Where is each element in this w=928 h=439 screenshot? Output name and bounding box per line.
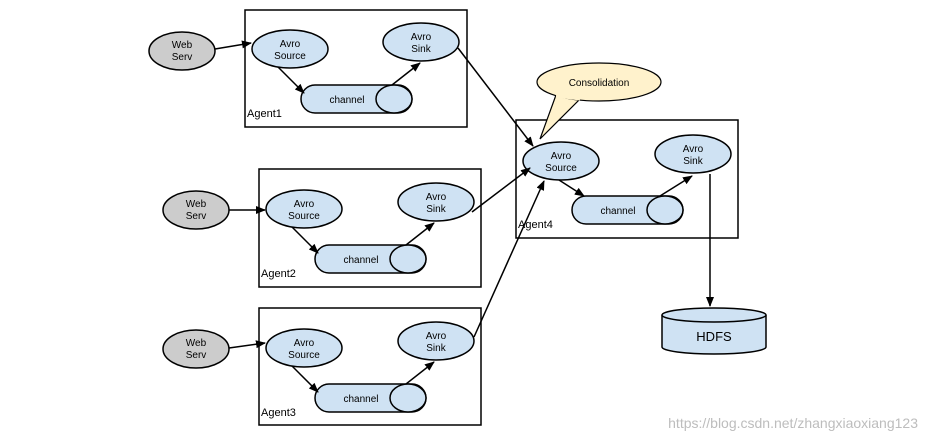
agent1-box [244, 9, 468, 128]
edge-source3-channel [291, 365, 319, 393]
agent2-label: Agent2 [261, 268, 296, 280]
edge-web1-source [214, 40, 252, 50]
agent3-group: Agent3 Avro Source Avro Sink channel Web… [162, 307, 482, 426]
web-serv-2: Web Serv [162, 190, 230, 230]
agent2-source-line2: Source [288, 211, 320, 222]
edge-channel1-sink [391, 62, 421, 86]
agent2-box [258, 168, 482, 288]
agent1-sink-line2: Sink [411, 44, 431, 55]
agent3-box [258, 307, 482, 426]
agent1-group: Agent1 Avro Source Avro Sink channel Web… [148, 9, 468, 128]
consolidation-label: Consolidation [569, 78, 630, 89]
agent4-group: Agent4 Avro Source Avro Sink channel [515, 119, 739, 239]
agent4-avro-source: Avro Source [522, 141, 600, 181]
hdfs-label: HDFS [696, 329, 732, 344]
agent2-channel-label: channel [343, 255, 378, 266]
hdfs-storage: HDFS [661, 307, 767, 355]
edge-source2-channel [291, 226, 319, 254]
web-serv-2-line2: Serv [186, 211, 207, 222]
edge-web3-source [228, 340, 266, 349]
edge-source4-channel [558, 179, 585, 197]
web-serv-1: Web Serv [148, 31, 216, 71]
edge-source1-channel [277, 66, 305, 94]
agent4-sink-line2: Sink [683, 156, 703, 167]
web-serv-3: Web Serv [162, 329, 230, 369]
agent1-source-line1: Avro [280, 39, 301, 50]
agent1-sink-line1: Avro [411, 32, 432, 43]
agent1-channel-label: channel [329, 95, 364, 106]
web-serv-2-line1: Web [186, 199, 207, 210]
agent4-source-line1: Avro [551, 151, 572, 162]
agent2-channel: channel [314, 244, 427, 274]
agent3-source-line2: Source [288, 350, 320, 361]
agent2-source-line1: Avro [294, 199, 315, 210]
edge-sink3-agent4 [473, 180, 545, 338]
agent4-avro-sink: Avro Sink [654, 134, 732, 174]
agent1-channel: channel [300, 84, 413, 114]
edge-channel4-sink [659, 175, 693, 197]
agent3-avro-sink: Avro Sink [397, 321, 475, 361]
agent3-label: Agent3 [261, 407, 296, 419]
agent4-label: Agent4 [518, 219, 553, 231]
agent4-channel: channel [571, 195, 684, 225]
agent2-sink-line1: Avro [426, 192, 447, 203]
agent2-avro-sink: Avro Sink [397, 182, 475, 222]
agent3-source-line1: Avro [294, 338, 315, 349]
consolidation-callout: Consolidation [536, 62, 662, 140]
edge-sink2-agent4 [471, 167, 531, 213]
agent2-avro-source: Avro Source [265, 189, 343, 229]
agent2-sink-line2: Sink [426, 204, 446, 215]
web-serv-1-line2: Serv [172, 52, 193, 63]
agent4-channel-label: channel [600, 206, 635, 217]
web-serv-1-line1: Web [172, 40, 193, 51]
web-serv-3-line2: Serv [186, 350, 207, 361]
agent3-sink-line2: Sink [426, 343, 446, 354]
agent1-label: Agent1 [247, 108, 282, 120]
agent1-avro-source: Avro Source [251, 29, 329, 69]
edge-channel2-sink [405, 222, 435, 246]
agent3-channel: channel [314, 383, 427, 413]
agent3-sink-line1: Avro [426, 331, 447, 342]
agent1-avro-sink: Avro Sink [382, 22, 460, 62]
watermark: https://blog.csdn.net/zhangxiaoxiang123 [668, 415, 918, 431]
agent2-group: Agent2 Avro Source Avro Sink channel Web… [162, 168, 482, 288]
edge-sink1-agent4 [457, 47, 534, 147]
agent3-avro-source: Avro Source [265, 328, 343, 368]
agent3-channel-label: channel [343, 394, 378, 405]
agent4-source-line2: Source [545, 163, 577, 174]
agent4-sink-line1: Avro [683, 144, 704, 155]
edge-channel3-sink [405, 361, 435, 385]
agent1-source-line2: Source [274, 51, 306, 62]
web-serv-3-line1: Web [186, 338, 207, 349]
